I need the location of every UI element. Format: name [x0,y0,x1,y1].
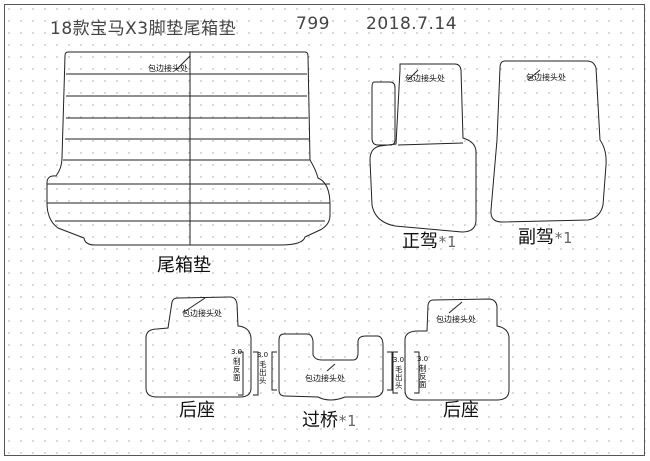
fold-right-number: 3.0 [417,355,429,363]
fold-right-text: 制反面 [419,364,427,389]
bridge-mat-label: 过桥*1 [302,410,357,431]
driver-mat-outline [369,63,477,233]
rear-right-mat-label: 后座 [443,400,479,421]
bridge-mat-outline [271,333,393,401]
rear-right-mat-outline [392,298,510,401]
trunk-edge-joint-note: 包边接头处 [148,64,188,73]
fur-right-text: 毛出头 [395,365,403,390]
drawing-sheet [4,4,645,456]
rear-right-edge-joint-note: 包边接头处 [436,315,476,324]
rear-left-edge-joint-note: 包边接头处 [182,309,222,318]
trunk-mat-outline [46,51,331,246]
rear-left-mat-label: 后座 [179,400,215,421]
passenger-mat-label: 副驾*1 [518,227,573,248]
rear-left-mat-outline [145,296,259,398]
driver-edge-joint-note: 包边接头处 [405,74,445,83]
header: 18款宝马X3脚垫尾箱垫 799 2018.7.14 [50,14,457,39]
fold-left-text: 制反面 [233,357,241,382]
passenger-mat-outline [490,60,607,223]
passenger-edge-joint-note: 包边接头处 [526,73,566,82]
fur-right-number: 3.0 [393,356,405,364]
drawing-date: 2018.7.14 [366,14,458,34]
drawing-code: 799 [296,14,330,34]
drawing-title: 18款宝马X3脚垫尾箱垫 [50,19,237,39]
driver-mat-label: 正驾*1 [402,231,457,252]
fur-left-number: 3.0 [257,351,269,359]
fur-left-text: 毛出头 [259,360,267,385]
trunk-mat-label: 尾箱垫 [157,255,211,276]
bridge-edge-joint-note: 包边接头处 [305,374,345,383]
fold-left-number: 3.0 [231,348,243,356]
